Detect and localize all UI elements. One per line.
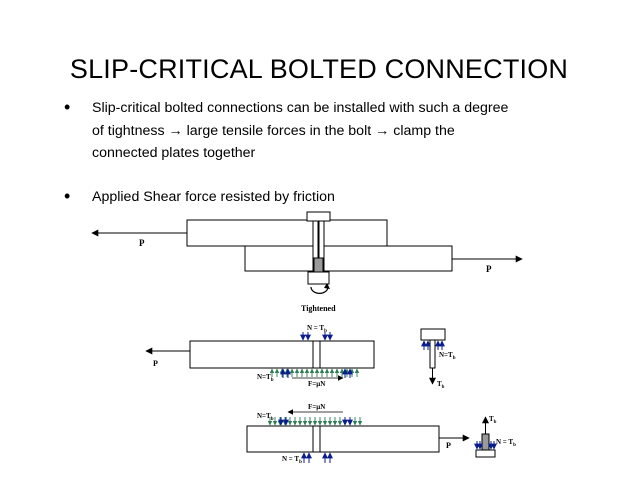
slide-title: SLIP-CRITICAL BOLTED CONNECTION [69,54,569,84]
p-label: P [446,441,451,450]
bullet-line: of tightness → large tensile forces in t… [92,122,455,139]
n-label: N=Tb [439,351,456,361]
bullet-marker: • [64,186,71,206]
t-label: Tb [489,415,497,425]
p-label: P [153,359,158,368]
bolt-shank [481,433,490,451]
n-label: N = Tb [496,438,516,448]
bullet-line: Slip-critical bolted connections can be … [92,100,509,116]
f-label: F=μN [308,380,325,388]
n-label: N=Tb [257,412,274,422]
plate [189,340,375,369]
tightened-label: Tightened [301,304,336,313]
bolt-shank [429,339,436,369]
n-label: N = Tb [307,324,327,334]
t-label: Tb [437,380,445,390]
plate [246,425,440,453]
p-label: P [486,264,492,274]
bullet-marker: • [64,97,71,117]
upper-plate [186,219,388,247]
bullet-line: Applied Shear force resisted by friction [92,189,335,205]
nut [475,449,496,458]
nut [307,271,330,285]
bolt-head [420,328,446,341]
bullet-line: connected plates together [92,145,256,161]
f-label: F=μN [308,403,325,411]
n-label: N = Tb [282,455,302,465]
diagram-friction-upper: P N = Tb N=Tb F=μN [145,324,456,390]
bolt-head [306,211,331,222]
rotation-arrow [310,286,329,294]
n-label: N=Tb [257,373,274,383]
diagram-friction-lower: F=μN N=Tb P N = [246,403,516,465]
bullet-text-1: Slip-critical bolted connections can be … [92,97,612,165]
diagram-tightened: P P Tightened [91,211,523,313]
p-label: P [139,238,145,248]
lower-plate [244,245,453,272]
bullet-text-2: Applied Shear force resisted by friction [92,186,612,209]
